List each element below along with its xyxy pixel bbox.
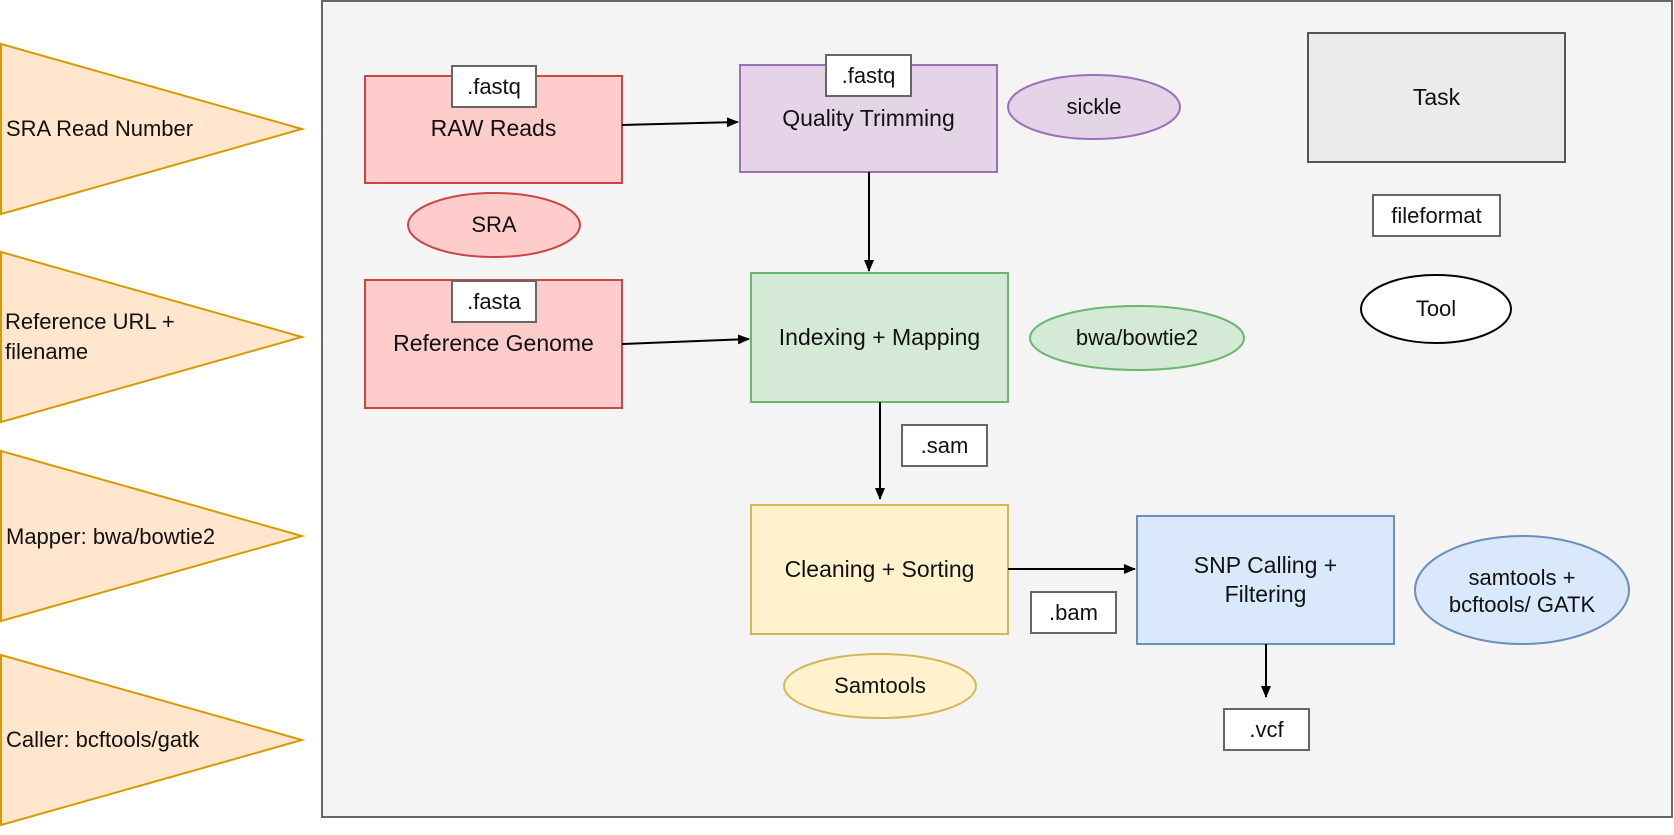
tool-label-samtools: Samtools: [834, 673, 926, 699]
input-triangle-caller: [0, 653, 306, 827]
tool-ellipse-bwa: [1029, 305, 1245, 371]
arrow-reference-to-mapping: [621, 334, 750, 345]
task-label-quality-trimming: Quality Trimming: [782, 104, 955, 131]
fileformat-sam: .sam: [901, 424, 988, 467]
task-label-indexing-mapping: Indexing + Mapping: [778, 323, 981, 350]
input-label-caller: Caller: bcftools/gatk: [6, 727, 200, 753]
tool-label-sra: SRA: [471, 212, 517, 238]
input-label-sra: SRA Read Number: [6, 116, 194, 142]
indexing-mapping-box: [750, 272, 1009, 403]
tool-ellipse-samtools: [783, 653, 977, 719]
input-label-reference: Reference URL + filename: [5, 309, 175, 364]
legend-fileformat-box: fileformat: [1372, 194, 1501, 237]
arrow-raw-to-trimming: [621, 117, 739, 128]
legend-task-label: Task: [1412, 83, 1461, 110]
tool-ellipse-sra: [407, 192, 581, 258]
input-triangle-sra: [0, 42, 306, 216]
fileformat-trim-fastq: .fastq: [825, 54, 912, 97]
snp-calling-box: [1136, 515, 1395, 645]
task-label-snp-calling: SNP Calling + Filtering: [1193, 552, 1338, 607]
tool-label-bwa-bowtie2: bwa/bowtie2: [1075, 325, 1199, 351]
fileformat-vcf: .vcf: [1223, 708, 1310, 751]
input-label-mapper: Mapper: bwa/bowtie2: [6, 524, 216, 550]
input-triangle-mapper: [0, 449, 306, 623]
tool-ellipse-samtools-bcftools-gatk: [1414, 535, 1630, 645]
fileformat-fasta: .fasta: [451, 280, 537, 323]
task-label-reference-genome: Reference Genome: [393, 329, 594, 356]
tool-label-samtools-bcftools-gatk: samtools + bcftools/ GATK: [1448, 564, 1596, 618]
cleaning-sorting-box: [750, 504, 1009, 635]
tool-ellipse-sickle: [1007, 74, 1181, 140]
input-triangle-reference: [0, 250, 306, 424]
tool-label-sickle: sickle: [1066, 94, 1122, 120]
legend-tool-label: Tool: [1415, 296, 1457, 322]
fileformat-raw-fastq: .fastq: [451, 65, 537, 108]
legend-tool-ellipse: [1360, 274, 1512, 344]
fileformat-bam: .bam: [1030, 591, 1117, 634]
task-label-raw-reads: RAW Reads: [430, 114, 557, 141]
legend-task-box: [1307, 32, 1566, 163]
task-label-cleaning-sorting: Cleaning + Sorting: [784, 555, 975, 582]
